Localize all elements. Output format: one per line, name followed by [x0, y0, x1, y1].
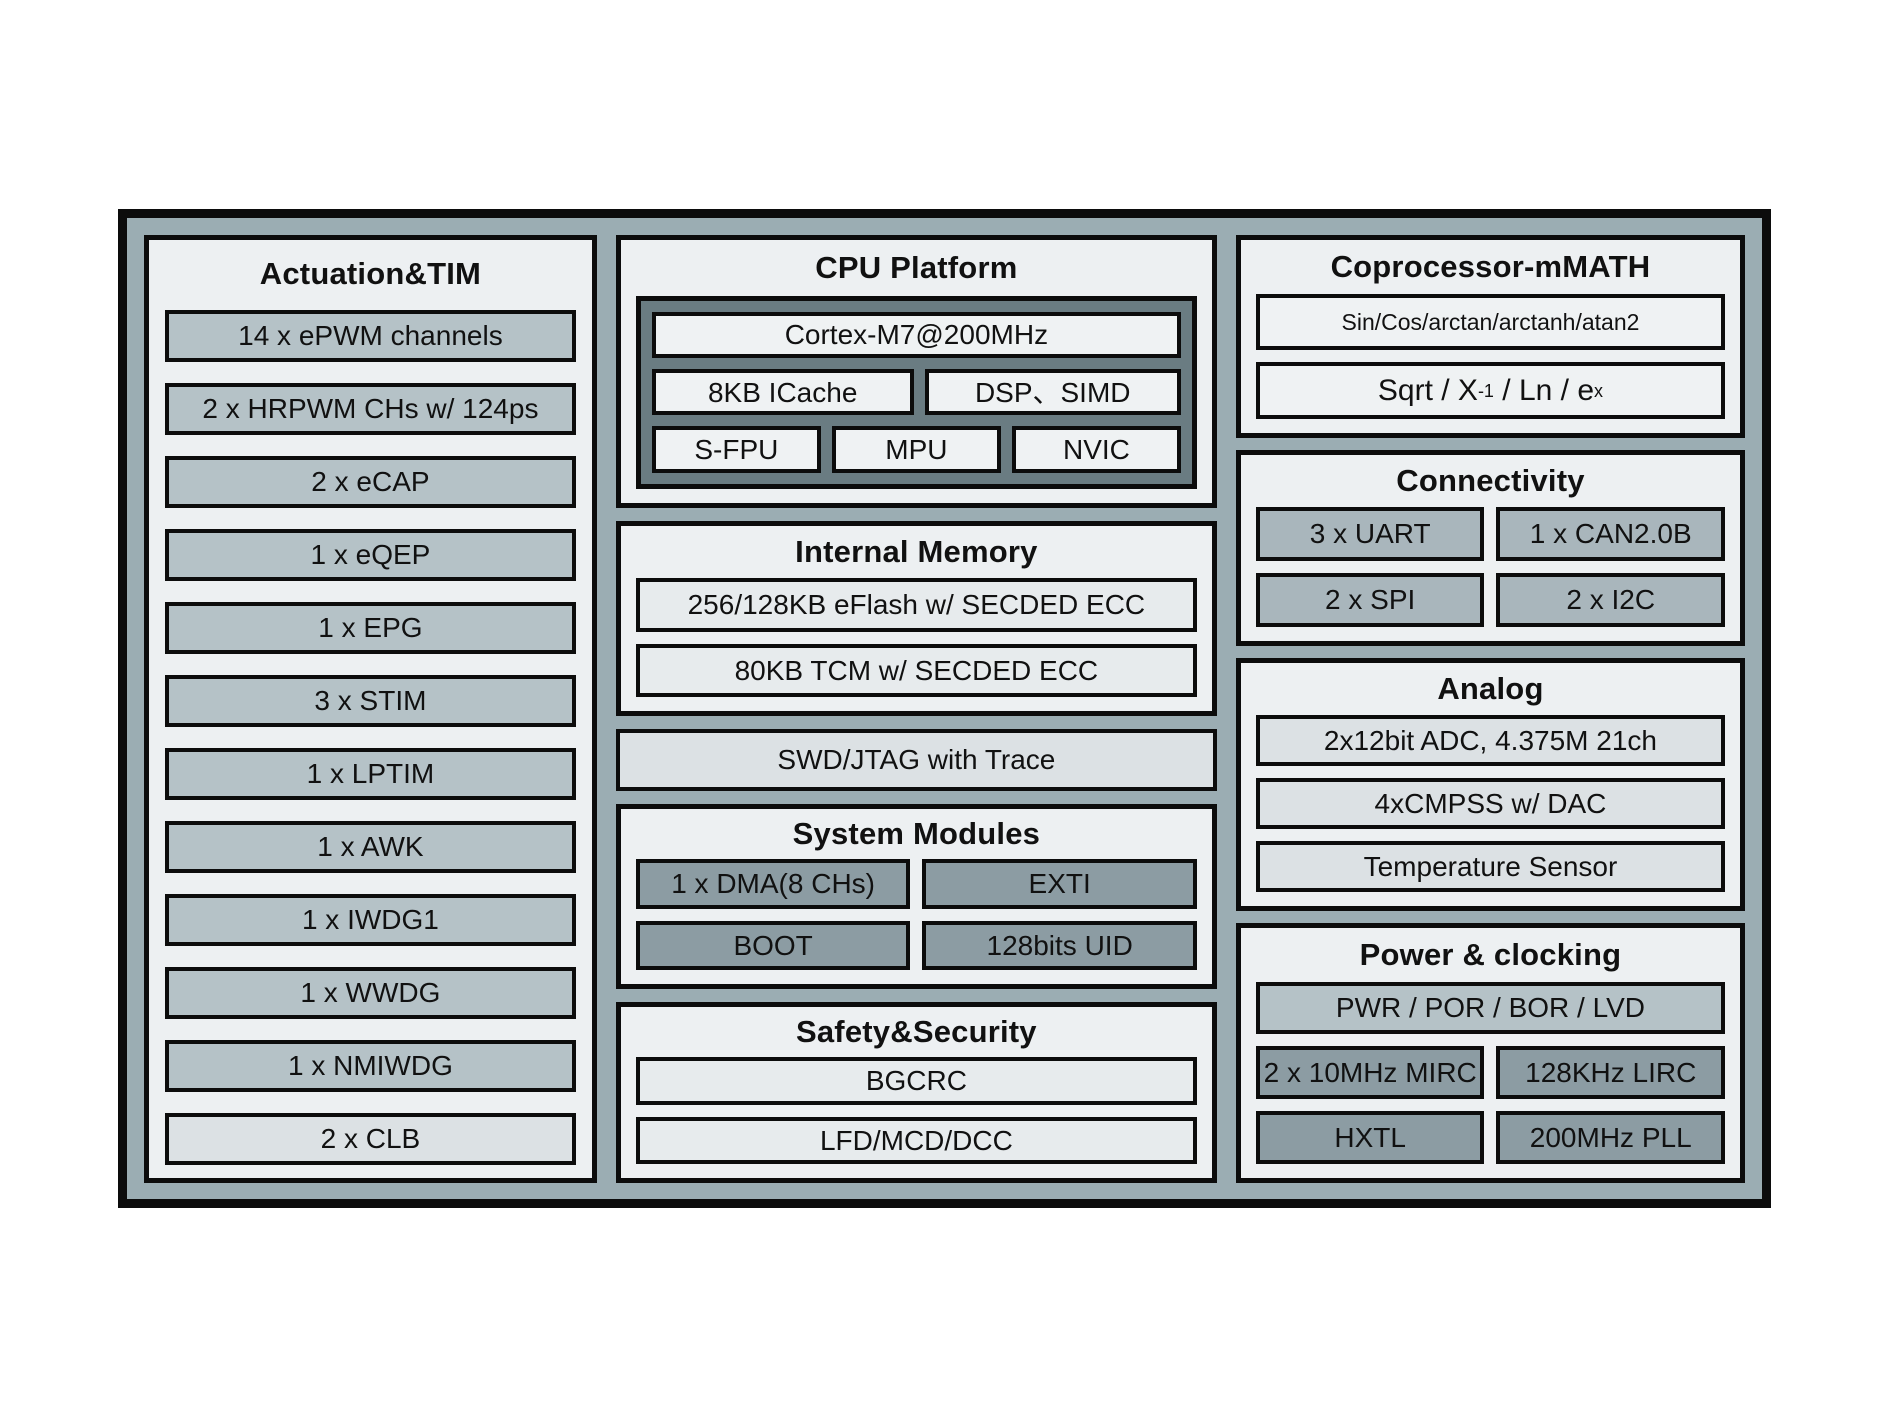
block-ecap: 2 x eCAP — [165, 456, 576, 508]
panel-analog: Analog 2x12bit ADC, 4.375M 21ch 4xCMPSS … — [1235, 657, 1745, 912]
panel-title-internal-memory: Internal Memory — [795, 533, 1038, 569]
block-exti: EXTI — [922, 858, 1197, 909]
block-dsp-simd: DSP、SIMD — [924, 369, 1181, 416]
block-cortex-m7: Cortex-M7@200MHz — [651, 312, 1181, 359]
panel-safety-security: Safety&Security BGCRC LFD/MCD/DCC — [615, 1002, 1217, 1183]
block-eflash: 256/128KB eFlash w/ SECDED ECC — [635, 577, 1197, 632]
cpu-row-core: Cortex-M7@200MHz — [651, 312, 1181, 359]
block-pll: 200MHz PLL — [1496, 1111, 1725, 1164]
panel-internal-memory: Internal Memory 256/128KB eFlash w/ SECD… — [615, 520, 1217, 717]
block-mirc: 2 x 10MHz MIRC — [1255, 1046, 1485, 1100]
block-uid: 128bits UID — [922, 920, 1197, 971]
safety-block-list: BGCRC LFD/MCD/DCC — [635, 1057, 1197, 1164]
panel-actuation-tim: Actuation&TIM 14 x ePWM channels 2 x HRP… — [144, 235, 597, 1183]
block-spi: 2 x SPI — [1255, 572, 1485, 627]
block-nvic: NVIC — [1011, 426, 1181, 473]
block-epwm-channels: 14 x ePWM channels — [165, 310, 576, 362]
memory-block-list: 256/128KB eFlash w/ SECDED ECC 80KB TCM … — [635, 577, 1197, 698]
block-clb: 2 x CLB — [165, 1113, 576, 1165]
panel-cpu-platform: CPU Platform Cortex-M7@200MHz 8KB ICache… — [615, 235, 1217, 508]
panel-system-modules: System Modules 1 x DMA(8 CHs) EXTI BOOT … — [615, 803, 1217, 990]
block-dma: 1 x DMA(8 CHs) — [635, 858, 911, 909]
sqrt-text-base2: / Ln / e — [1493, 373, 1595, 407]
column-middle: CPU Platform Cortex-M7@200MHz 8KB ICache… — [615, 235, 1217, 1183]
block-boot: BOOT — [635, 920, 911, 971]
block-can: 1 x CAN2.0B — [1496, 506, 1725, 561]
block-mpu: MPU — [831, 426, 1001, 473]
block-trig-functions: Sin/Cos/arctan/arctanh/atan2 — [1255, 294, 1725, 351]
sqrt-text-base1: Sqrt / X — [1377, 373, 1478, 407]
block-pwr-por-bor-lvd: PWR / POR / BOR / LVD — [1255, 982, 1725, 1035]
cpu-row-cache-dsp: 8KB ICache DSP、SIMD — [651, 369, 1181, 416]
block-hxtl: HXTL — [1255, 1111, 1485, 1164]
block-adc: 2x12bit ADC, 4.375M 21ch — [1255, 714, 1725, 766]
block-cmpss: 4xCMPSS w/ DAC — [1255, 777, 1725, 829]
actuation-block-list: 14 x ePWM channels 2 x HRPWM CHs w/ 124p… — [149, 308, 592, 1178]
block-eqep: 1 x eQEP — [165, 529, 576, 581]
coprocessor-block-list: Sin/Cos/arctan/arctanh/atan2 Sqrt / X-1 … — [1255, 294, 1725, 419]
cpu-core-container: Cortex-M7@200MHz 8KB ICache DSP、SIMD S-F… — [635, 296, 1197, 489]
block-lfd-mcd-dcc: LFD/MCD/DCC — [635, 1116, 1197, 1164]
panel-title-cpu-platform: CPU Platform — [815, 250, 1018, 285]
block-sfpu: S-FPU — [651, 426, 821, 473]
panel-title-power-clocking: Power & clocking — [1359, 937, 1622, 973]
panel-title-safety-security: Safety&Security — [795, 1014, 1037, 1050]
column-left: Actuation&TIM 14 x ePWM channels 2 x HRP… — [144, 235, 597, 1183]
block-i2c: 2 x I2C — [1496, 572, 1725, 627]
panel-coprocessor-mmath: Coprocessor-mMATH Sin/Cos/arctan/arctanh… — [1235, 235, 1745, 438]
panel-title-coprocessor-mmath: Coprocessor-mMATH — [1330, 249, 1651, 284]
column-right: Coprocessor-mMATH Sin/Cos/arctan/arctanh… — [1235, 235, 1745, 1183]
block-tcm: 80KB TCM w/ SECDED ECC — [635, 643, 1197, 698]
block-lirc: 128KHz LIRC — [1496, 1046, 1725, 1100]
power-block-grid: 2 x 10MHz MIRC 128KHz LIRC HXTL 200MHz P… — [1255, 1046, 1725, 1164]
block-uart: 3 x UART — [1255, 506, 1485, 561]
block-awk: 1 x AWK — [165, 821, 576, 873]
system-block-grid: 1 x DMA(8 CHs) EXTI BOOT 128bits UID — [635, 858, 1197, 971]
cpu-row-fpu-mpu-nvic: S-FPU MPU NVIC — [651, 426, 1181, 473]
block-bgcrc: BGCRC — [635, 1057, 1197, 1105]
panel-title-system-modules: System Modules — [792, 815, 1041, 851]
block-epg: 1 x EPG — [165, 602, 576, 654]
block-stim: 3 x STIM — [165, 675, 576, 727]
block-lptim: 1 x LPTIM — [165, 748, 576, 800]
mcu-block-diagram: Actuation&TIM 14 x ePWM channels 2 x HRP… — [118, 209, 1771, 1208]
block-hrpwm: 2 x HRPWM CHs w/ 124ps — [165, 383, 576, 435]
panel-title-actuation-tim: Actuation&TIM — [259, 256, 482, 291]
block-icache: 8KB ICache — [651, 369, 914, 416]
analog-block-list: 2x12bit ADC, 4.375M 21ch 4xCMPSS w/ DAC … — [1255, 714, 1725, 893]
panel-title-analog: Analog — [1437, 670, 1544, 706]
connectivity-block-grid: 3 x UART 1 x CAN2.0B 2 x SPI 2 x I2C — [1255, 506, 1725, 627]
panel-power-clocking: Power & clocking PWR / POR / BOR / LVD 2… — [1235, 923, 1745, 1183]
block-swd-jtag: SWD/JTAG with Trace — [615, 729, 1217, 791]
block-temp-sensor: Temperature Sensor — [1255, 840, 1725, 893]
block-wwdg: 1 x WWDG — [165, 967, 576, 1019]
block-iwdg1: 1 x IWDG1 — [165, 894, 576, 946]
panel-title-connectivity: Connectivity — [1396, 462, 1585, 498]
power-block-list: PWR / POR / BOR / LVD 2 x 10MHz MIRC 128… — [1255, 982, 1725, 1164]
panel-connectivity: Connectivity 3 x UART 1 x CAN2.0B 2 x SP… — [1235, 449, 1745, 646]
block-nmiwdg: 1 x NMIWDG — [165, 1040, 576, 1092]
